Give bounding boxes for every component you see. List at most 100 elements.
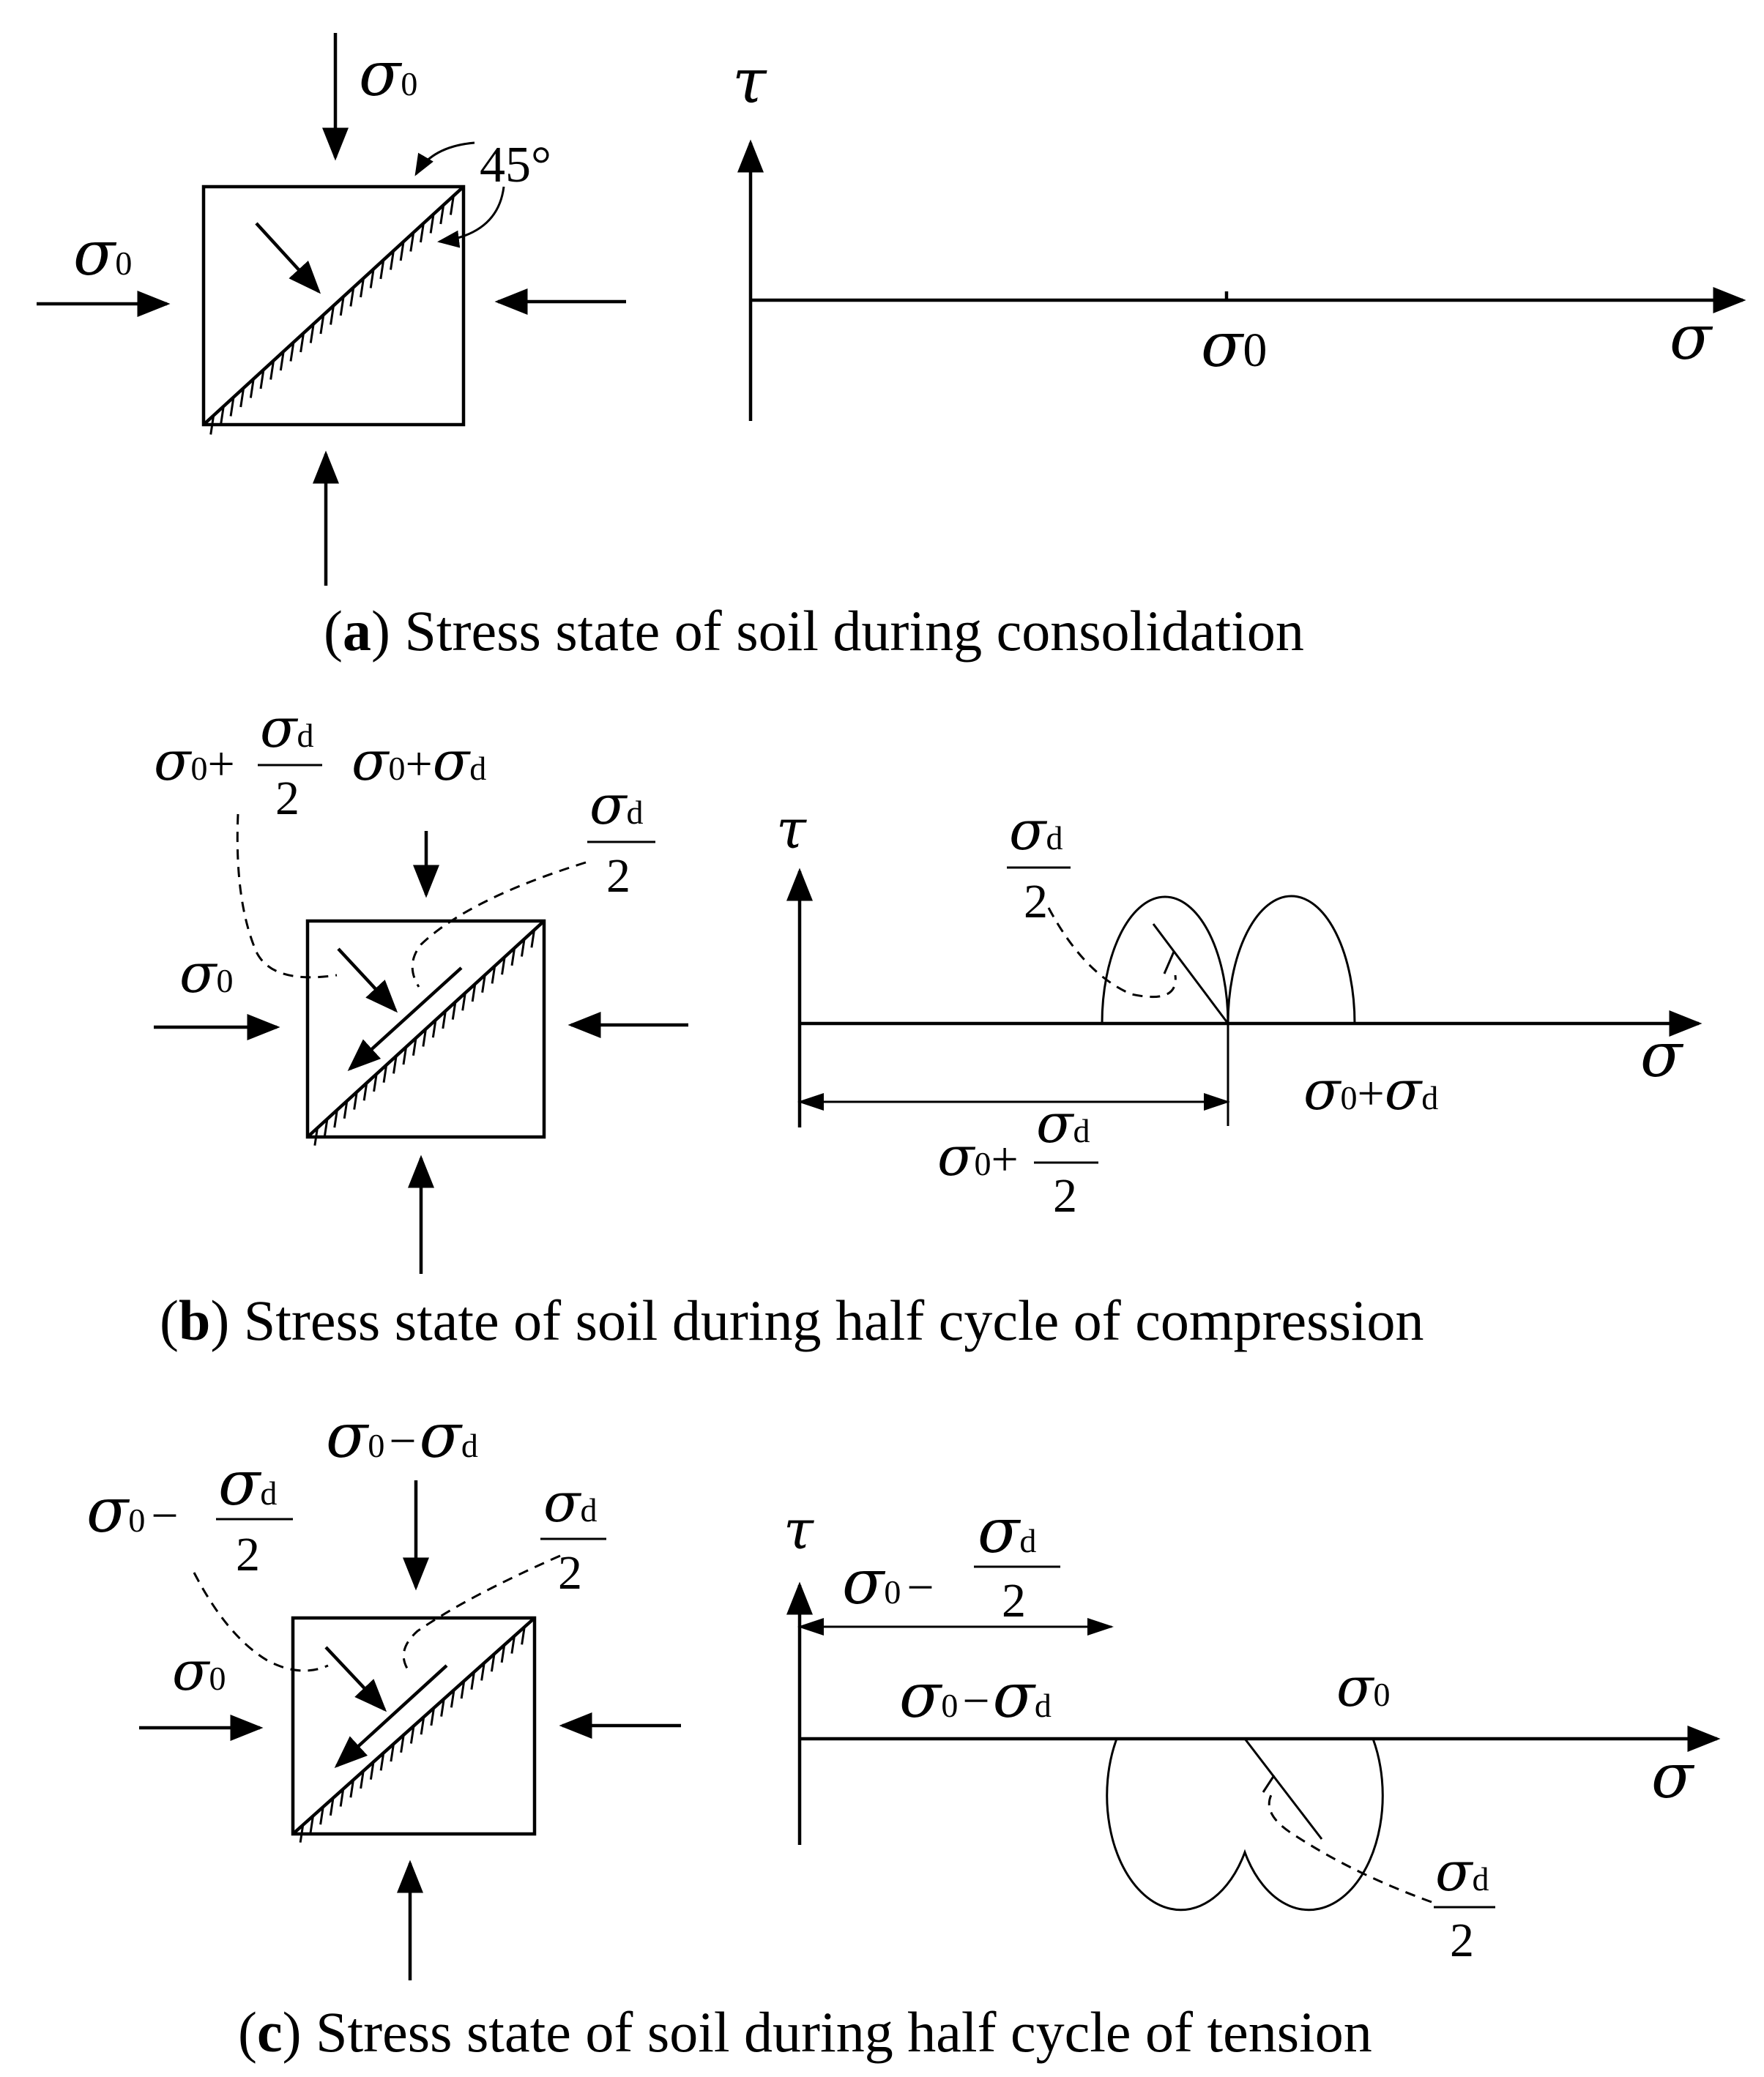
label-sigma0-plus-sigmad: σ0+σd	[351, 730, 486, 793]
hatch-tick	[309, 324, 315, 343]
normal-stress-arrow	[255, 222, 321, 294]
left-load-label: σ0	[172, 1640, 226, 1703]
frac-num: σd	[589, 774, 644, 837]
frac-den: 2	[1024, 875, 1048, 928]
panel-c-element: σ0− σd 2 σ0−σd σd 2 σ0	[86, 1400, 681, 1980]
sigma-axis-label: σ	[1670, 302, 1713, 373]
panel-b-mohr-plot: τ σ σd 2 σ0+σd σ0+ σd 2	[776, 798, 1702, 1223]
leader-normal	[193, 1572, 329, 1672]
hatch-tick	[379, 259, 385, 280]
hatch-tick	[349, 1780, 354, 1798]
caption-b: (b) Stress state of soil during half cyc…	[160, 1289, 1424, 1352]
hatch-tick	[500, 1644, 506, 1663]
hatch-tick	[369, 1761, 375, 1780]
failure-plane-hatching	[299, 1627, 526, 1843]
hatch-tick	[319, 1806, 324, 1825]
tau-axis-label: τ	[732, 45, 767, 117]
caption-c: (c) Stress state of soil during half cyc…	[238, 2000, 1372, 2064]
hatch-tick	[362, 1083, 368, 1101]
hatch-tick	[420, 223, 425, 243]
sigma0-label: σ0	[1336, 1656, 1391, 1719]
frac-num: σd	[260, 697, 314, 760]
hatch-tick	[402, 1046, 408, 1065]
hatch-tick	[451, 1002, 457, 1020]
hatch-tick	[249, 379, 255, 398]
hatch-tick	[379, 1753, 385, 1771]
mohr-semicircle	[1106, 1738, 1384, 1912]
hatch-tick	[313, 1127, 319, 1146]
hatch-tick	[333, 1109, 338, 1128]
hatch-tick	[219, 406, 225, 426]
mohr-semicircle	[1101, 895, 1356, 1024]
hatch-tick	[429, 214, 435, 234]
left-load-label: σ0	[73, 217, 132, 289]
hatch-tick	[400, 1734, 405, 1753]
label-sigma0-minus-half: σ0−	[842, 1546, 934, 1618]
frac-den: 2	[1002, 1574, 1026, 1627]
frac-num: σd	[978, 1495, 1036, 1567]
shear-stress-arrow	[347, 966, 463, 1072]
hatch-tick	[349, 287, 355, 307]
caption-a: (a) Stress state of soil during consolid…	[324, 599, 1304, 663]
hatch-tick	[510, 947, 516, 966]
hatch-tick	[323, 1119, 329, 1137]
hatch-tick	[460, 1680, 466, 1699]
label-sigma0-plus-half: σ0+	[154, 730, 235, 793]
hatch-tick	[392, 1056, 398, 1074]
failure-plane-hatching	[209, 195, 455, 435]
normal-stress-arrow	[337, 947, 398, 1013]
hatch-tick	[259, 369, 265, 389]
panel-b-element: σ0+ σd 2 σ0+σd σd 2 σ0	[154, 697, 688, 1274]
leader-shear	[402, 1554, 561, 1671]
hatch-tick	[470, 1671, 475, 1690]
hatch-tick	[279, 351, 285, 371]
hatch-tick	[450, 1690, 455, 1708]
hatch-tick	[343, 1100, 349, 1119]
frac-num: σd	[1435, 1841, 1489, 1903]
hatch-tick	[412, 1037, 417, 1056]
hatch-tick	[269, 360, 275, 380]
hatch-tick	[360, 1770, 365, 1789]
frac-den: 2	[1450, 1914, 1474, 1967]
hatch-tick	[373, 1073, 378, 1092]
hatch-tick	[369, 269, 375, 288]
hatch-tick	[209, 415, 215, 435]
hatch-tick	[360, 277, 365, 298]
tau-axis-label: τ	[776, 798, 807, 861]
frac-den: 2	[275, 772, 299, 825]
radius-tick	[1163, 951, 1175, 974]
hatch-tick	[431, 1019, 437, 1038]
hatch-tick	[339, 296, 345, 316]
frac-num: σd	[1036, 1092, 1090, 1155]
panel-a-mohr-plot: τ σ σ0	[732, 45, 1746, 421]
hatch-tick	[330, 305, 335, 325]
hatch-tick	[422, 1029, 427, 1047]
frac-num: σd	[218, 1447, 277, 1519]
hatch-tick	[471, 983, 477, 1002]
frac-den: 2	[236, 1528, 260, 1581]
hatch-tick	[390, 1743, 395, 1762]
hatch-tick	[520, 939, 526, 957]
hatch-tick	[382, 1064, 388, 1083]
hatch-tick	[430, 1707, 435, 1726]
frac-num: σd	[543, 1472, 598, 1535]
hatch-tick	[481, 974, 486, 993]
top-load-label: σ0	[359, 38, 417, 110]
hatch-tick	[339, 1789, 345, 1807]
radius-line	[1152, 923, 1229, 1024]
hatch-tick	[490, 1653, 496, 1672]
hatch-tick	[521, 1627, 526, 1645]
angle-label: 45°	[480, 137, 551, 193]
hatch-tick	[461, 993, 466, 1011]
shear-stress-arrow	[334, 1664, 448, 1769]
hatch-tick	[442, 1010, 447, 1029]
hatch-tick	[299, 1824, 305, 1843]
leader-radius	[1047, 907, 1177, 999]
hatch-tick	[440, 1698, 445, 1717]
label-sigma0-plus-sigmad: σ0+σd	[1303, 1059, 1438, 1122]
hatch-tick	[491, 966, 496, 984]
failure-plane-hatching	[313, 930, 536, 1146]
soil-element-box	[305, 919, 546, 1139]
hatch-tick	[409, 232, 415, 252]
